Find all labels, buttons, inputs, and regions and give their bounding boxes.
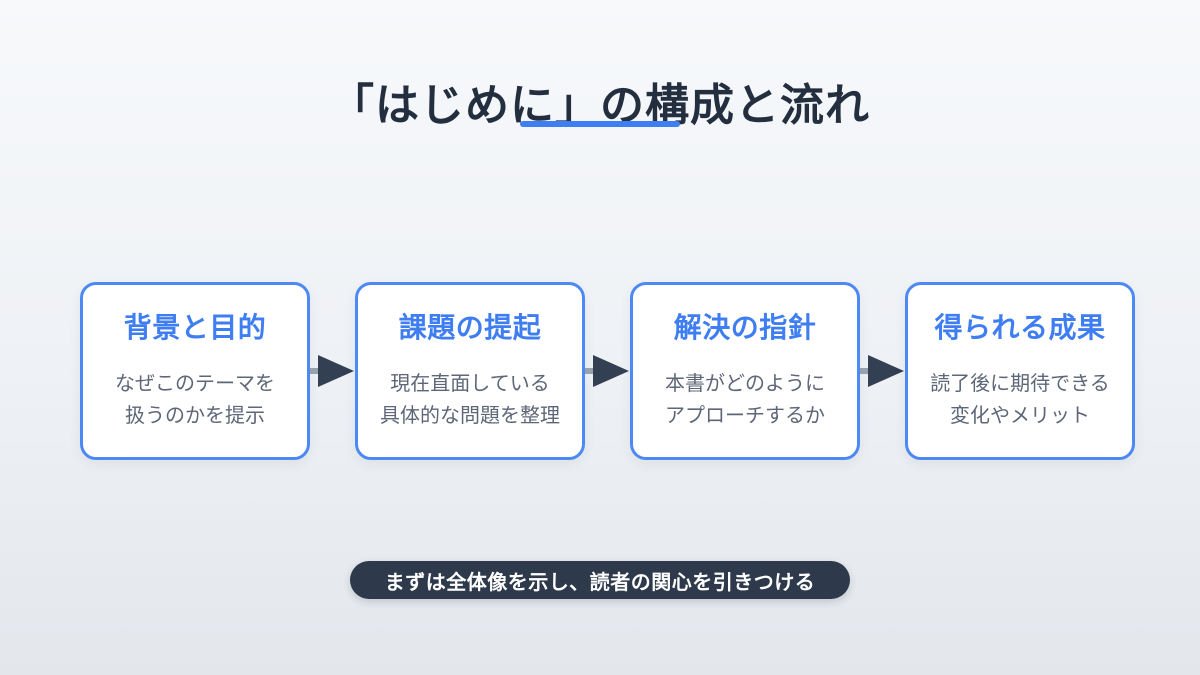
connector-stub [585,368,594,374]
step-title: 課題の提起 [398,312,542,343]
flow-connector [860,282,905,460]
flow-diagram: 背景と目的 なぜこのテーマを 扱うのかを提示 課題の提起 現在直面している 具体… [80,282,1135,460]
step-description: なぜこのテーマを 扱うのかを提示 [83,368,307,432]
step-card-outcome: 得られる成果 読了後に期待できる 変化やメリット [905,282,1135,460]
arrow-right-icon [593,355,629,387]
step-title: 得られる成果 [934,312,1106,343]
flow-connector [585,282,630,460]
step-title: 解決の指針 [673,312,817,343]
footer-note-text: まずは全体像を示し、読者の関心を引きつける [384,571,816,594]
arrow-right-icon [868,355,904,387]
arrow-right-icon [318,355,354,387]
step-description-line: 本書がどのように [665,373,825,395]
footer-note-pill: まずは全体像を示し、読者の関心を引きつける [350,561,850,599]
step-description: 本書がどのように アプローチするか [633,368,857,432]
flow-connector [310,282,355,460]
step-description-line: 現在直面している [390,373,550,395]
step-description-line: 扱うのかを提示 [125,405,265,427]
connector-stub [310,368,319,374]
step-description: 読了後に期待できる 変化やメリット [908,368,1132,432]
step-card-background-purpose: 背景と目的 なぜこのテーマを 扱うのかを提示 [80,282,310,460]
step-description-line: 具体的な問題を整理 [380,405,560,427]
step-description: 現在直面している 具体的な問題を整理 [358,368,582,432]
step-description-line: アプローチするか [665,405,825,427]
connector-stub [860,368,869,374]
step-description-line: 変化やメリット [950,405,1090,427]
step-title: 背景と目的 [123,312,267,343]
step-card-solution: 解決の指針 本書がどのように アプローチするか [630,282,860,460]
step-card-problem: 課題の提起 現在直面している 具体的な問題を整理 [355,282,585,460]
step-description-line: 読了後に期待できる [930,373,1110,395]
step-description-line: なぜこのテーマを [115,373,275,395]
title-underline [520,121,680,127]
